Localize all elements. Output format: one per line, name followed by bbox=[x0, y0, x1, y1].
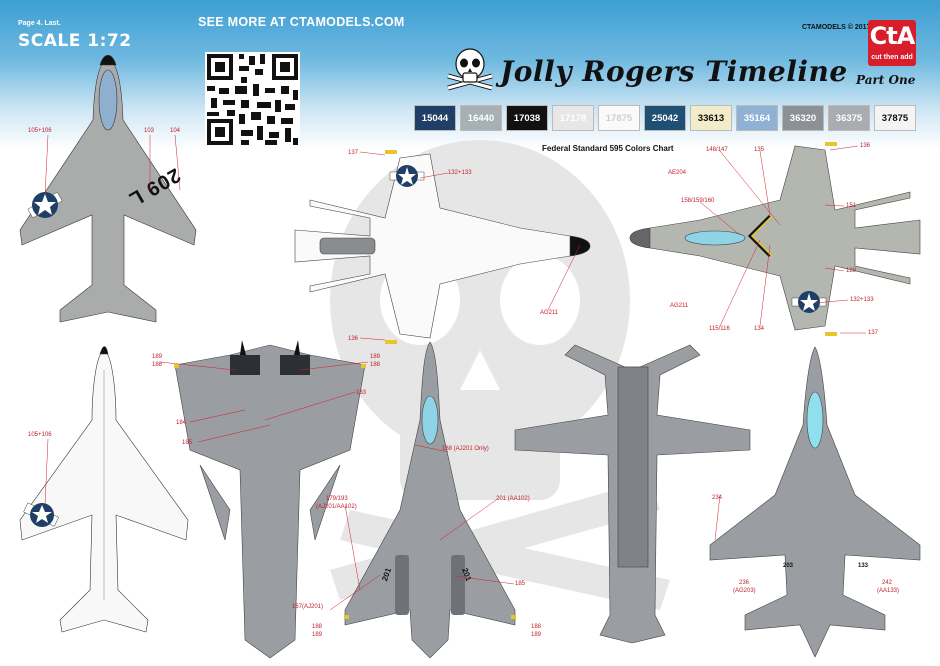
f4-label: 134 bbox=[754, 326, 765, 332]
f4-label: AG211 bbox=[670, 303, 689, 309]
f14-bottom-view bbox=[174, 340, 366, 659]
website-banner[interactable]: SEE MORE AT CTAMODELS.COM bbox=[198, 15, 405, 29]
f4-label: AE204 bbox=[668, 170, 687, 176]
f14-label: 183 bbox=[356, 390, 367, 396]
f14-label: 189 bbox=[152, 354, 163, 360]
color-swatch: 17178 bbox=[552, 105, 594, 131]
f14-label: 188 bbox=[531, 624, 542, 630]
f14-label: 189 bbox=[370, 354, 381, 360]
colors-chart-label: Federal Standard 595 Colors Chart bbox=[542, 144, 674, 153]
f4-label: 129 bbox=[846, 268, 857, 274]
f4-label: 151 bbox=[846, 203, 857, 209]
national-insignia-icon bbox=[791, 291, 827, 313]
f18-modex: 203 bbox=[783, 563, 794, 569]
skull-crossbones-icon bbox=[447, 48, 493, 91]
f14-label: 184 bbox=[176, 420, 187, 426]
f18-modex: 133 bbox=[858, 563, 869, 569]
f18-label: 234 bbox=[712, 495, 723, 501]
color-swatch: 35164 bbox=[736, 105, 778, 131]
f9-label: 105+106 bbox=[28, 128, 52, 134]
f18-bottom-view bbox=[514, 344, 751, 644]
f18-label: (AA133) bbox=[877, 588, 900, 594]
f14-label: 167(AJ201) bbox=[292, 604, 324, 610]
f14-label: 189 bbox=[531, 632, 542, 638]
f18-label: 236 bbox=[739, 580, 750, 586]
f9-top-view bbox=[19, 54, 197, 323]
f18-label: (AG203) bbox=[733, 588, 756, 594]
f4-label: 136 bbox=[860, 143, 871, 149]
f4-label: 148/147 bbox=[706, 147, 728, 153]
f14-top-view bbox=[344, 341, 516, 659]
color-swatch: 17875 bbox=[598, 105, 640, 131]
sheet-part: Part One bbox=[856, 73, 916, 87]
f4-label: 135 bbox=[754, 147, 765, 153]
f4-label: AG211 bbox=[540, 310, 559, 316]
logo-text: CtA bbox=[869, 22, 916, 50]
f18-label: 242 bbox=[882, 580, 893, 586]
f14-label: 201 (AA102) bbox=[496, 496, 530, 502]
f4-label: 132+133 bbox=[448, 170, 472, 176]
f4-label: 132+133 bbox=[850, 297, 874, 303]
f4-label: 158/159/160 bbox=[681, 198, 715, 204]
copyright-text: CTAMODELS © 2017 bbox=[802, 24, 871, 31]
f4-label: 137 bbox=[348, 150, 359, 156]
f4-label: 137 bbox=[868, 330, 879, 336]
f4-bottom-view bbox=[294, 150, 591, 344]
color-swatch: 25042 bbox=[644, 105, 686, 131]
qr-code[interactable] bbox=[205, 52, 300, 147]
national-insignia-icon bbox=[389, 165, 425, 187]
f4-top-view bbox=[629, 142, 921, 336]
f9-label: 104 bbox=[170, 128, 181, 134]
f14-label: (AJ201/AA102) bbox=[316, 504, 357, 510]
f14-label: 188 bbox=[312, 624, 323, 630]
f14-label: 189 bbox=[312, 632, 323, 638]
f14-label: 185 bbox=[182, 440, 193, 446]
f9-label: 103 bbox=[144, 128, 155, 134]
color-swatch: 17038 bbox=[506, 105, 548, 131]
national-insignia-icon bbox=[27, 191, 63, 219]
color-swatch: 16440 bbox=[460, 105, 502, 131]
f4-label: 136 bbox=[348, 336, 359, 342]
f14-label: 168 (AJ201 Only) bbox=[442, 446, 489, 452]
color-swatch: 33613 bbox=[690, 105, 732, 131]
logo-tagline: cut then add bbox=[871, 54, 913, 61]
color-swatch: 36320 bbox=[782, 105, 824, 131]
f14-label: 188 bbox=[152, 362, 163, 368]
cta-logo: CtA cut then add bbox=[868, 20, 916, 66]
f9-bottom-view bbox=[19, 346, 189, 633]
f4-label: 115/116 bbox=[709, 326, 730, 332]
color-swatch: 15044 bbox=[414, 105, 456, 131]
f9-label: 105+106 bbox=[28, 432, 52, 438]
f18-top-view bbox=[709, 346, 921, 658]
f14-label: 188 bbox=[370, 362, 381, 368]
f14-label: 179/193 bbox=[326, 496, 348, 502]
sheet-title: Jolly Rogers Timeline bbox=[500, 55, 848, 88]
national-insignia-icon bbox=[23, 502, 59, 527]
color-swatch: 37875 bbox=[874, 105, 916, 131]
color-swatch: 36375 bbox=[828, 105, 870, 131]
scale-label: SCALE 1:72 bbox=[18, 31, 132, 51]
f14-label: 185 bbox=[515, 581, 526, 587]
page-label: Page 4. Last. bbox=[18, 20, 61, 27]
